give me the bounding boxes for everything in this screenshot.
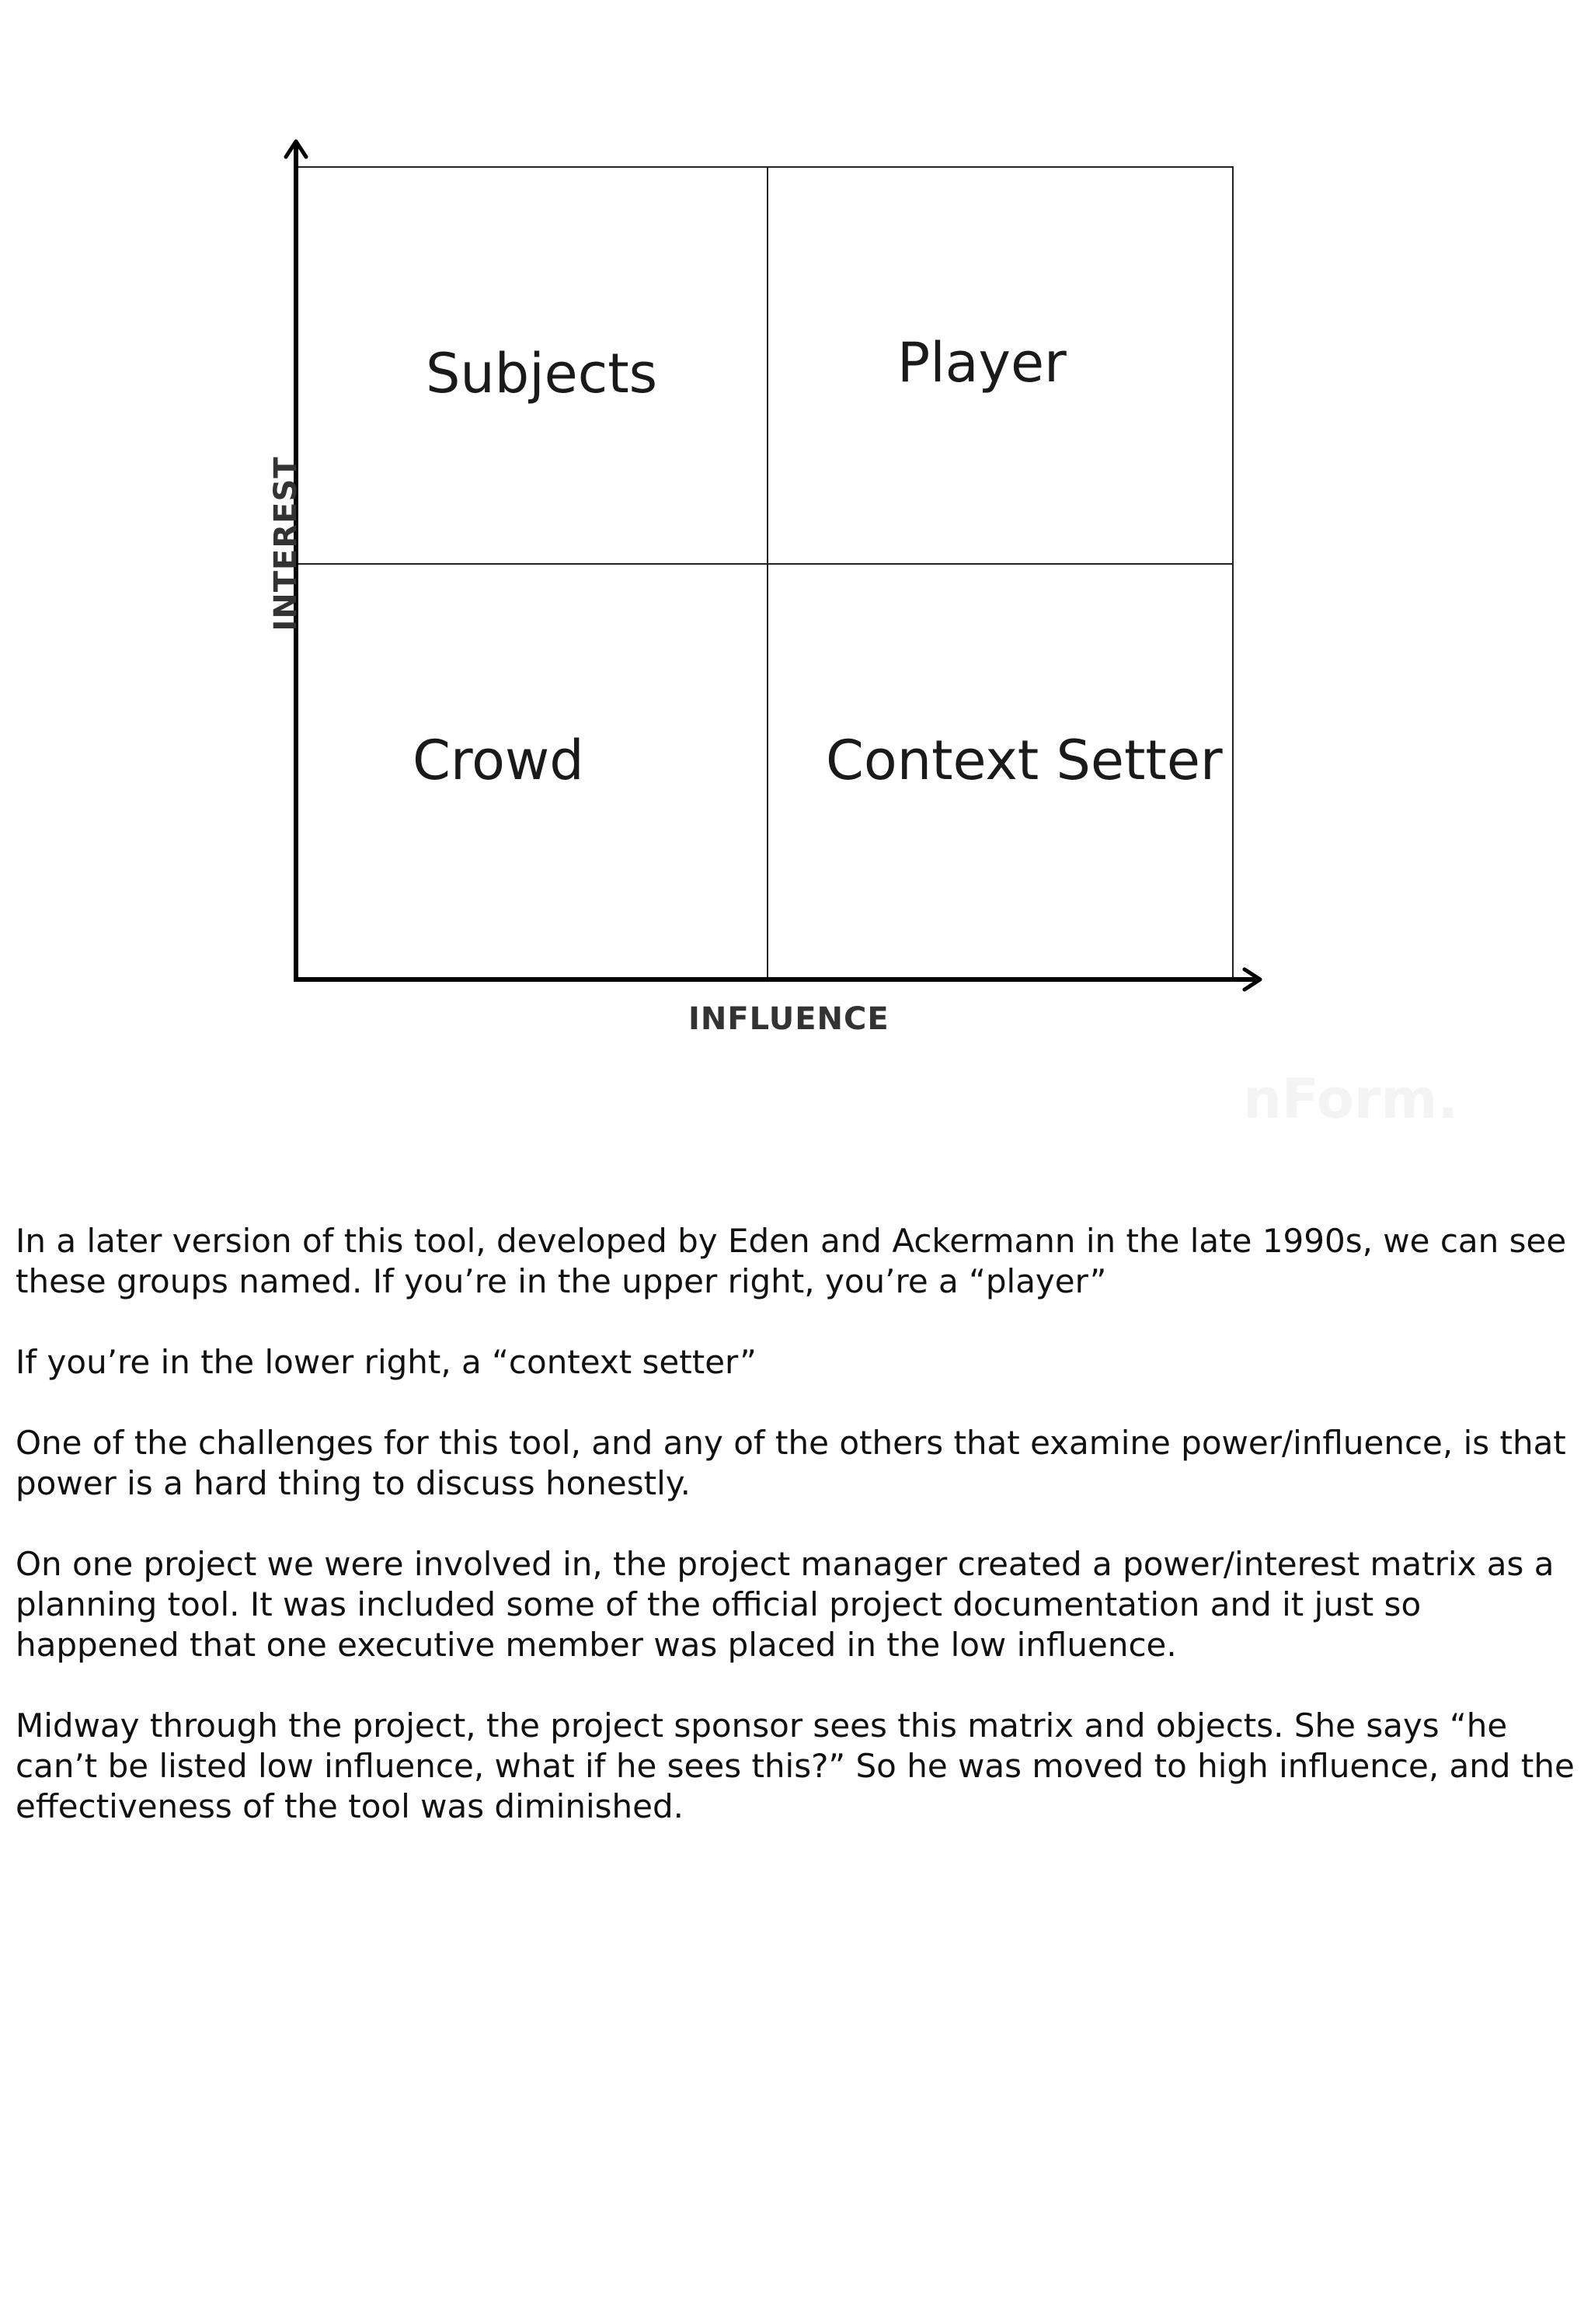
y-axis-arrowhead [284,139,308,159]
quadrant-label-crowd: Crowd [413,729,584,792]
notes-paragraph: If you’re in the lower right, a “context… [16,1343,757,1381]
quadrant-label-context-setter: Context Setter [826,729,1223,792]
slide-diagram: Subjects Player Crowd Context Setter INT… [0,0,1591,1126]
speaker-notes: In a later version of this tool, develop… [16,1221,1577,1867]
notes-paragraph: Midway through the project, the project … [16,1706,1575,1825]
y-axis-label: INTEREST [268,456,304,631]
notes-paragraph: In a later version of this tool, develop… [16,1222,1567,1300]
notes-paragraph: One of the challenges for this tool, and… [16,1424,1566,1502]
notes-paragraph: On one project we were involved in, the … [16,1545,1554,1664]
x-axis-arrowhead [1242,967,1262,992]
matrix-graphic [284,139,1262,992]
quadrant-label-player: Player [897,331,1067,395]
matrix-grid-border [294,166,1234,979]
quadrant-label-subjects: Subjects [426,342,658,405]
watermark-logo: nForm. [1243,1067,1458,1131]
x-axis-label: INFLUENCE [688,1001,889,1037]
